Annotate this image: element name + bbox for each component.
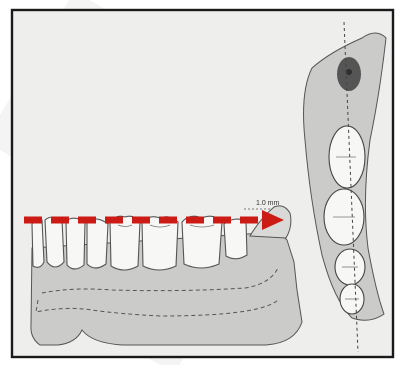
tooth: [110, 216, 140, 270]
tooth: [142, 217, 178, 270]
tooth: [87, 219, 108, 268]
tooth: [32, 220, 44, 268]
measurement-label: 1.0 mm: [256, 200, 280, 207]
tooth: [66, 218, 85, 269]
tooth: [182, 216, 222, 268]
tooth: [224, 219, 247, 259]
lateral-mandible-view: [31, 206, 302, 345]
tooth: [45, 217, 64, 267]
